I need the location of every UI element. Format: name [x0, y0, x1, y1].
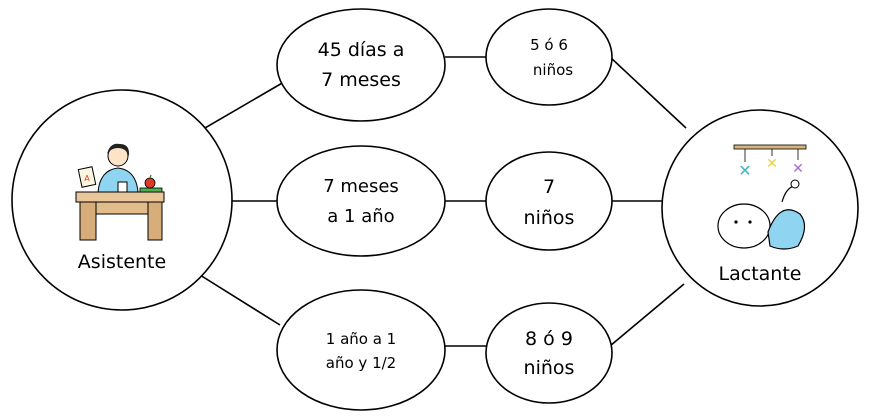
count-bot-line1: 8 ó 9 [525, 328, 573, 350]
count-oval-top: 5 ó 6 niños [485, 8, 613, 106]
count-oval-bot: 8 ó 9 niños [485, 302, 613, 404]
connector-count-bot-lactante [609, 283, 685, 347]
age-oval-top: 45 días a 7 meses [276, 8, 446, 122]
count-top-line1: 5 ó 6 [530, 36, 568, 54]
age-mid-line2: a 1 año [327, 206, 394, 227]
age-oval-bot: 1 año a 1 año y 1/2 [276, 289, 446, 411]
age-top-line1: 45 días a [318, 39, 405, 61]
count-bot-line2: niños [524, 357, 575, 379]
teacher-at-desk-icon: A [75, 143, 165, 241]
count-top-line2: niños [533, 61, 573, 79]
count-mid-line1: 7 [543, 176, 555, 198]
connector-asistente-age-bot [199, 274, 281, 326]
count-mid-line2: niños [524, 207, 575, 229]
connector-asistente-age-top [204, 81, 285, 129]
age-bot-line2: año y 1/2 [326, 354, 396, 372]
connector-count-top-lactante [609, 56, 687, 129]
age-bot-line1: 1 año a 1 [326, 330, 396, 348]
svg-text:✕: ✕ [792, 161, 804, 177]
age-mid-line1: 7 meses [323, 176, 399, 197]
age-top-line2: 7 meses [321, 69, 401, 91]
svg-text:✕: ✕ [738, 161, 751, 180]
baby-with-mobile-icon: ✕ ✕ ✕ [717, 144, 807, 250]
svg-text:✕: ✕ [766, 156, 778, 172]
lactante-label: Lactante [719, 263, 802, 285]
age-oval-mid: 7 meses a 1 año [276, 145, 446, 257]
lactante-node: ✕ ✕ ✕ Lactante [661, 109, 859, 307]
asistente-label: Asistente [78, 251, 166, 273]
connector-lines [199, 56, 687, 347]
count-oval-mid: 7 niños [485, 151, 613, 251]
asistente-node: A Asistente [11, 89, 233, 311]
svg-text:A: A [84, 174, 90, 183]
